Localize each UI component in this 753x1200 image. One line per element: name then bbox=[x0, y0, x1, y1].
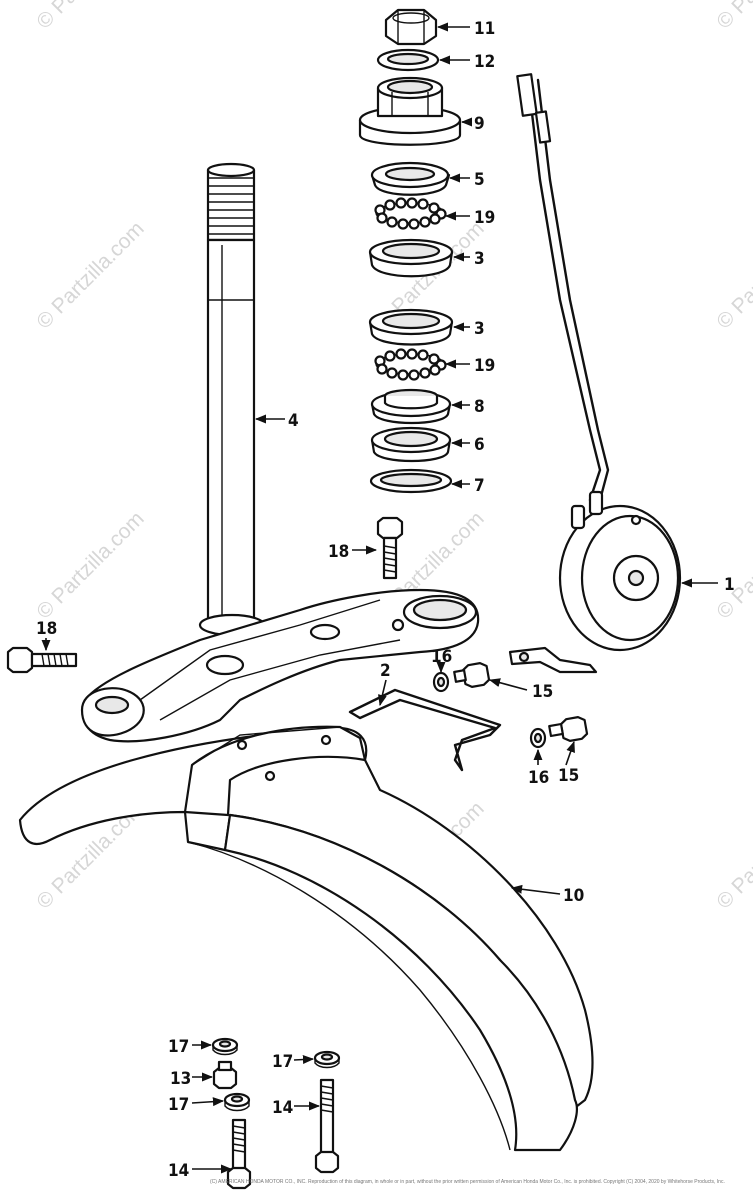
bearing-race-icon bbox=[358, 76, 462, 146]
callout-10: 10 bbox=[563, 886, 584, 906]
callout-16-lower: 16 bbox=[528, 768, 549, 788]
callout-3-lower: 3 bbox=[474, 319, 485, 339]
washer-icon bbox=[223, 1092, 251, 1112]
watermark-text: © Partzilla.com bbox=[712, 217, 753, 333]
callout-13: 13 bbox=[170, 1069, 191, 1089]
callout-18-vertical: 18 bbox=[328, 542, 349, 562]
washer-icon bbox=[211, 1037, 239, 1056]
callout-15-lower: 15 bbox=[558, 766, 579, 786]
bearing-race-icon bbox=[370, 426, 452, 463]
callout-6: 6 bbox=[474, 435, 485, 455]
callout-2: 2 bbox=[380, 661, 391, 681]
callout-17-upper-left: 17 bbox=[168, 1037, 189, 1057]
bolt-icon bbox=[212, 1060, 238, 1090]
watermark-text: © Partzilla.com bbox=[712, 0, 753, 34]
callout-8: 8 bbox=[474, 397, 485, 417]
ball-bearing-icon bbox=[374, 348, 447, 381]
bolt-icon bbox=[314, 1078, 340, 1174]
bolt-icon bbox=[548, 716, 589, 742]
callout-3-upper: 3 bbox=[474, 249, 485, 269]
front-fender-icon bbox=[18, 725, 594, 1152]
callout-17-right: 17 bbox=[272, 1052, 293, 1072]
wire-clip-icon bbox=[348, 688, 502, 772]
bearing-race-icon bbox=[370, 161, 451, 196]
bearing-race-icon bbox=[368, 238, 454, 278]
bolt-icon bbox=[376, 516, 404, 580]
callout-4: 4 bbox=[288, 411, 299, 431]
bearing-race-icon bbox=[368, 308, 454, 346]
callout-18-horizontal: 18 bbox=[36, 619, 57, 639]
callout-15-upper: 15 bbox=[532, 682, 553, 702]
washer-icon bbox=[376, 48, 440, 72]
watermark-text: © Partzilla.com bbox=[32, 217, 148, 333]
callout-17-lower-left: 17 bbox=[168, 1095, 189, 1115]
watermark-text: © Partzilla.com bbox=[32, 0, 148, 34]
callout-labels: 11 12 9 5 19 3 3 19 8 6 7 4 18 18 1 2 16… bbox=[36, 19, 735, 1181]
washer-icon bbox=[432, 671, 450, 693]
watermark-text: © Partzilla.com bbox=[712, 507, 753, 623]
bolt-icon bbox=[6, 646, 78, 674]
washer-icon bbox=[369, 468, 453, 494]
watermark-text: © Partzilla.com bbox=[32, 507, 148, 623]
ball-bearing-icon bbox=[374, 197, 447, 230]
watermark-text: © Partzilla.com bbox=[712, 797, 753, 913]
leader-lines bbox=[41, 22, 718, 1174]
steering-stem-icon bbox=[80, 162, 480, 743]
copyright-note: (C) AMERICAN HONDA MOTOR CO., INC. Repro… bbox=[210, 1179, 725, 1185]
bolt-icon bbox=[226, 1118, 252, 1190]
washer-icon bbox=[313, 1050, 341, 1069]
bolt-icon bbox=[453, 662, 491, 688]
horn-icon bbox=[508, 73, 682, 674]
callout-14-left: 14 bbox=[168, 1161, 189, 1181]
callout-5: 5 bbox=[474, 170, 485, 190]
callout-19-upper: 19 bbox=[474, 208, 495, 228]
callout-7: 7 bbox=[474, 476, 485, 496]
callout-1: 1 bbox=[724, 575, 735, 595]
callout-19-lower: 19 bbox=[474, 356, 495, 376]
callout-9: 9 bbox=[474, 114, 485, 134]
washer-icon bbox=[529, 727, 547, 749]
hex-nut-icon bbox=[384, 8, 438, 46]
callout-11: 11 bbox=[474, 19, 495, 39]
bearing-race-icon bbox=[370, 388, 452, 425]
callout-12: 12 bbox=[474, 52, 495, 72]
callout-14-right: 14 bbox=[272, 1098, 293, 1118]
callout-16-upper: 16 bbox=[431, 647, 452, 667]
